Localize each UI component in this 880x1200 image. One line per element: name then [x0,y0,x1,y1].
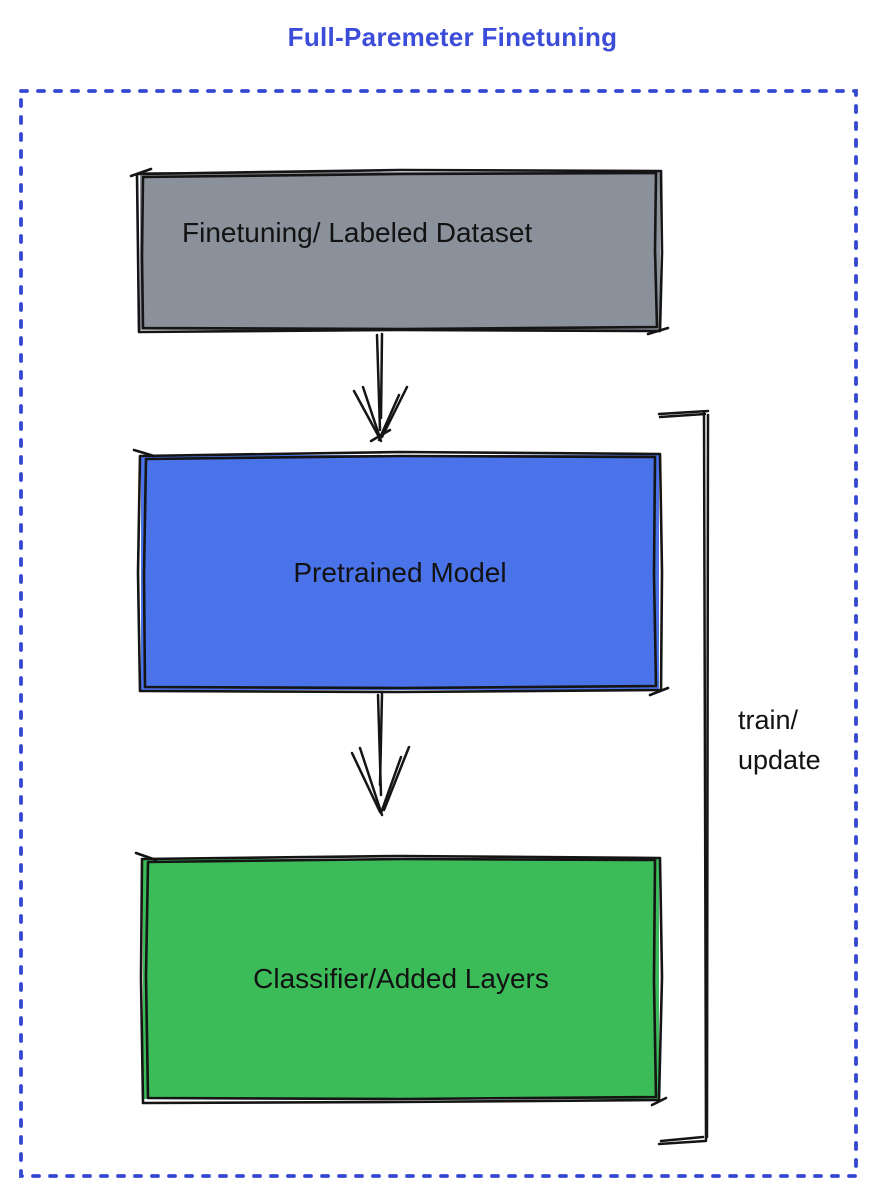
train-update-bracket [657,409,710,1146]
node-label-finetuning-dataset: Finetuning/ Labeled Dataset [182,217,533,248]
train-update-label: train/ update [738,700,821,780]
node-pretrained-model: Pretrained Model [141,455,659,690]
node-label-pretrained-model: Pretrained Model [293,556,507,588]
node-label-classifier-added-layers: Classifier/Added Layers [253,963,549,994]
node-finetuning-dataset: Finetuning/ Labeled Dataset [140,172,660,330]
train-update-line2: update [738,745,821,775]
diagram-title: Full-Paremeter Finetuning [287,22,618,52]
arrow-dataset-to-model [352,332,409,443]
arrow-model-to-classifier [350,692,411,817]
node-classifier-added-layers: Classifier/Added Layers [143,859,659,1099]
train-update-line1: train/ [738,705,799,735]
